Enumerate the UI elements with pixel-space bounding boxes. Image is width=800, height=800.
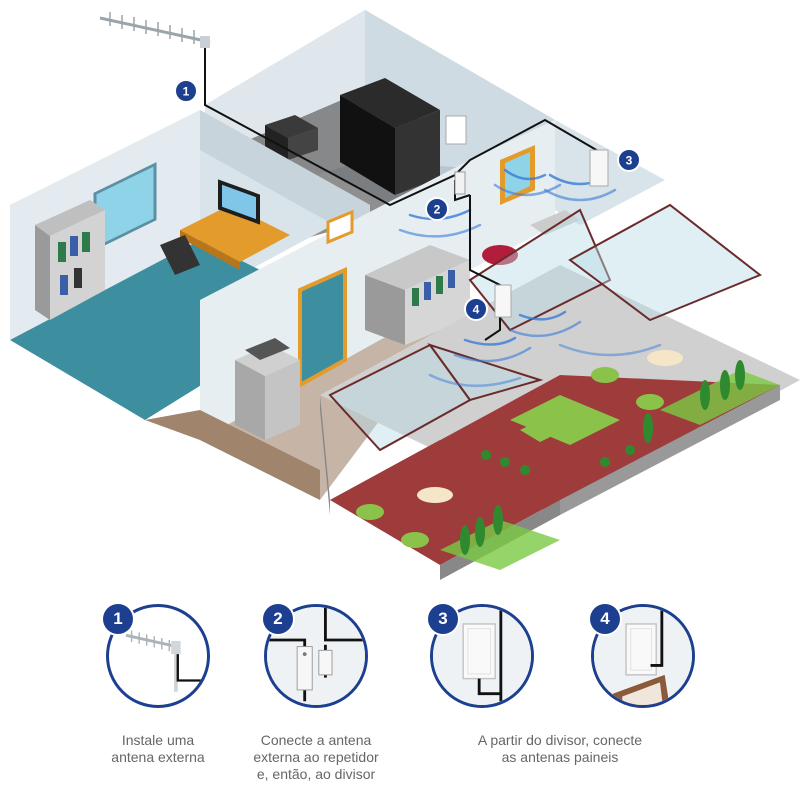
- caption-line: Instale uma: [121, 732, 195, 748]
- svg-text:3: 3: [626, 154, 633, 168]
- back-printer: [265, 115, 318, 160]
- caption-line: antena externa: [111, 749, 205, 765]
- step-3-number: 3: [428, 604, 458, 634]
- caption-line: A partir do divisor, conecte: [477, 732, 643, 748]
- left-bookshelf: [35, 200, 105, 320]
- caption-line: Conecte a antena: [260, 732, 372, 748]
- scene-badge-4: 4: [464, 297, 488, 321]
- panel-antenna-icon: [594, 607, 692, 705]
- right-room: [470, 120, 665, 270]
- step-2-number: 2: [263, 604, 293, 634]
- trees: [460, 360, 745, 555]
- office-desk: [160, 179, 290, 275]
- yagi-antenna-icon: [125, 630, 207, 692]
- step-1-number: 1: [103, 604, 133, 634]
- glass-roofs: [328, 203, 762, 452]
- scene-badge-2: 2: [425, 197, 449, 221]
- caption-line: as antenas paineis: [501, 749, 619, 765]
- building-illustration: 1 2 3 4: [10, 10, 800, 580]
- right-bookshelf: [365, 245, 470, 345]
- scene-antenna: [99, 12, 211, 48]
- scene-badge-1: 1: [174, 79, 198, 103]
- scene-devices: [445, 115, 609, 318]
- step-2-caption: Conecte a antena externa ao repetidor e,…: [236, 732, 396, 783]
- repeater-device-icon: [267, 607, 365, 705]
- step-1-caption: Instale uma antena externa: [88, 732, 228, 766]
- caption-line: externa ao repetidor: [253, 749, 379, 765]
- svg-text:1: 1: [183, 85, 190, 99]
- caption-line: e, então, ao divisor: [256, 766, 376, 782]
- greenhouse: [320, 265, 800, 580]
- scene-badge-3: 3: [617, 148, 641, 172]
- steps-3-4-caption: A partir do divisor, conecte as antenas …: [455, 732, 665, 766]
- svg-text:4: 4: [473, 303, 480, 317]
- copier: [235, 338, 300, 440]
- svg-text:2: 2: [434, 203, 441, 217]
- server-racks: [340, 78, 440, 195]
- panel-antenna-icon: [433, 607, 531, 705]
- step-4-number: 4: [590, 604, 620, 634]
- greenhouse-furniture: [356, 350, 683, 548]
